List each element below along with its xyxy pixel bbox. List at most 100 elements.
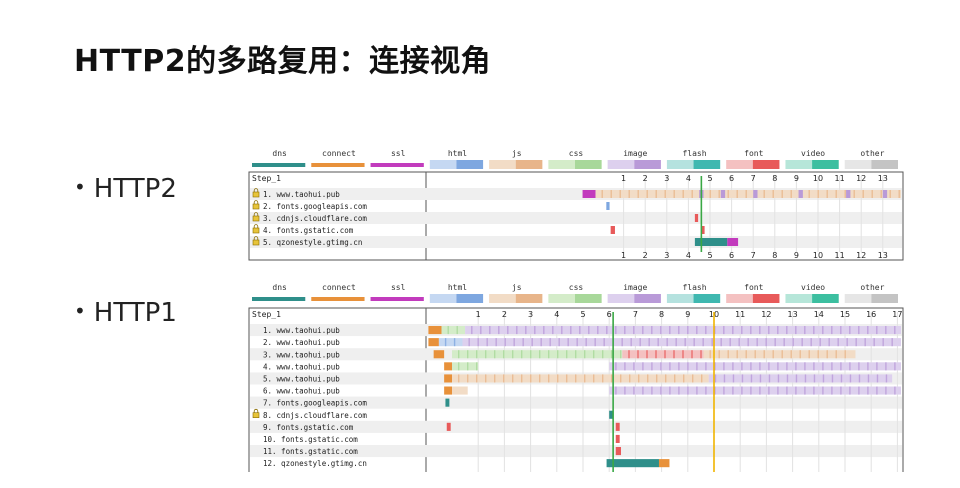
- tick-label-bottom: 10: [813, 251, 823, 260]
- chunk-mark: [804, 362, 806, 371]
- row-label: 4. fonts.gstatic.com: [263, 226, 354, 235]
- legend-label-connect: connect: [322, 283, 356, 292]
- tick-label-top: 4: [686, 174, 691, 183]
- chunk-mark: [867, 362, 869, 371]
- request-mark: [720, 190, 726, 198]
- request-bar: [606, 202, 610, 210]
- request-bar: [462, 338, 901, 347]
- bullet-http1-label: HTTP1: [93, 298, 177, 328]
- chunk-mark: [549, 338, 551, 347]
- chunk-mark: [873, 338, 875, 347]
- chunk-mark: [669, 386, 671, 395]
- legend-swatch-css: [575, 160, 602, 169]
- chunk-mark: [687, 362, 689, 371]
- chunk-mark: [557, 350, 559, 359]
- request-bar: [465, 326, 901, 335]
- chunk-mark: [557, 374, 559, 383]
- chunk-mark: [894, 386, 896, 395]
- chunk-mark: [750, 362, 752, 371]
- chunk-mark: [673, 350, 675, 359]
- chunk-mark: [651, 386, 653, 395]
- chunk-mark: [674, 374, 676, 383]
- chunk-mark: [507, 326, 509, 335]
- tick-label-top: 8: [659, 310, 664, 319]
- chunk-mark: [772, 190, 774, 198]
- chunk-mark: [876, 386, 878, 395]
- chunk-mark: [548, 350, 550, 359]
- chunk-mark: [741, 374, 744, 383]
- chunk-mark: [594, 338, 596, 347]
- chunk-mark: [513, 338, 515, 347]
- chunk-mark: [684, 338, 686, 347]
- chunk-mark: [849, 362, 851, 371]
- chunk-mark: [732, 374, 735, 383]
- chunk-mark: [503, 374, 505, 383]
- lock-shackle-icon: [253, 212, 259, 216]
- chunk-mark: [711, 338, 713, 347]
- legend-swatch-html: [456, 294, 484, 303]
- chunk-mark: [723, 374, 726, 383]
- legend-swatch-font: [752, 160, 780, 169]
- request-bar: [615, 447, 621, 456]
- chunk-mark: [795, 362, 797, 371]
- tick-label-top: 3: [664, 174, 669, 183]
- chunk-mark: [867, 386, 869, 395]
- legend-swatch-light-other: [844, 160, 872, 169]
- chunk-mark: [696, 386, 698, 395]
- chunk-mark: [817, 190, 819, 198]
- chunk-mark: [745, 350, 747, 359]
- legend-label-flash: flash: [682, 283, 706, 292]
- chunk-mark: [808, 350, 810, 359]
- request-bar: [438, 338, 463, 347]
- chunk-mark: [691, 350, 693, 359]
- chunk-mark: [781, 190, 783, 198]
- tick-label-bottom: 8: [772, 251, 777, 260]
- row-label: 2. www.taohui.pub: [263, 338, 340, 347]
- lock-shackle-icon: [253, 408, 259, 413]
- row-label: 12. qzonestyle.gtimg.cn: [263, 459, 367, 468]
- legend-label-html: html: [448, 283, 467, 292]
- chunk-mark: [467, 374, 469, 383]
- chunk-mark: [867, 326, 869, 335]
- chunk-mark: [642, 386, 644, 395]
- chunk-mark: [648, 338, 650, 347]
- lock-shackle-icon: [253, 200, 259, 204]
- legend-swatch-light-js: [489, 294, 516, 303]
- request-bar: [658, 459, 670, 468]
- chunk-mark: [476, 350, 478, 359]
- tick-label-top: 17: [892, 310, 902, 319]
- request-mark: [798, 190, 803, 198]
- chunk-mark: [682, 190, 684, 198]
- chunk-mark: [597, 326, 599, 335]
- chunk-mark: [675, 338, 677, 347]
- chunk-mark: [588, 326, 590, 335]
- chunk-mark: [756, 338, 758, 347]
- row-label: 4. www.taohui.pub: [263, 362, 340, 371]
- request-bar: [622, 350, 704, 359]
- chunk-mark: [558, 338, 560, 347]
- chunk-mark: [876, 362, 878, 371]
- tick-label-top: 12: [761, 310, 771, 319]
- chunk-mark: [624, 362, 626, 371]
- request-bar: [444, 386, 452, 395]
- chunk-mark: [621, 338, 623, 347]
- chunk-mark: [512, 374, 514, 383]
- chunk-mark: [611, 350, 613, 359]
- chunk-mark: [777, 362, 779, 371]
- chunk-mark: [646, 350, 648, 359]
- tick-label-top: 10: [813, 174, 823, 183]
- lock-icon: [252, 215, 260, 222]
- chunk-mark: [633, 362, 635, 371]
- tick-label-bottom: 3: [664, 251, 669, 260]
- chunk-mark: [530, 374, 532, 383]
- tick-label-top: 8: [772, 174, 777, 183]
- chunk-mark: [783, 338, 785, 347]
- chunk-mark: [750, 326, 752, 335]
- chunk-mark: [534, 326, 536, 335]
- chunk-mark: [602, 374, 604, 383]
- row-label: 1. www.taohui.pub: [263, 326, 340, 335]
- chunk-mark: [566, 374, 568, 383]
- row-stripe: [250, 445, 902, 458]
- tick-label-bottom: 12: [856, 251, 866, 260]
- chunk-mark: [894, 362, 896, 371]
